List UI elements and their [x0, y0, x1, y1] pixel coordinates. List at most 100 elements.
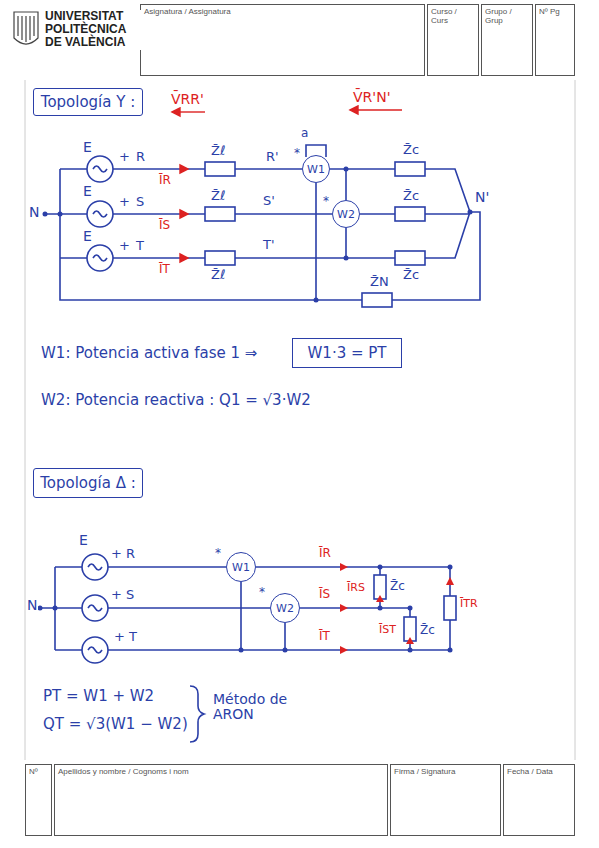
line-impedance [205, 207, 235, 221]
circuit-label: + [110, 547, 123, 561]
terminal-dot [43, 212, 48, 217]
circuit-label: + [118, 239, 131, 253]
circuit-label: S [135, 195, 145, 209]
header-field: Curso / Curs [427, 4, 479, 76]
circuit-label: Z̄c [402, 189, 420, 203]
red-arrows [172, 106, 402, 262]
circuit-label: T [128, 630, 138, 644]
node-text: W1 [307, 163, 325, 176]
circuit-label: ĪS [318, 588, 331, 601]
circuit-label: + [110, 588, 123, 602]
footer-field: Nº [25, 764, 52, 836]
arrow-head [350, 106, 358, 114]
circuit-label: S [125, 588, 135, 602]
circuit-label: V̄R'N' [352, 90, 391, 105]
phase-r-wire [108, 566, 450, 568]
circuit-label: E [82, 140, 93, 155]
field-label: Firma / Signatura [394, 767, 497, 776]
circuit-label: W2: Potencia reactiva : Q1 = √3·W2 [40, 392, 312, 409]
node-text: Topología Y : [41, 93, 135, 111]
circuit-label: + [118, 195, 131, 209]
circuit-label: ĪRS [346, 582, 366, 594]
circuit-label: Z̄ℓ [210, 268, 226, 282]
junction-dot [448, 648, 453, 653]
circuit-label: E [78, 533, 89, 548]
circuit-label: Z̄ℓ [210, 189, 226, 203]
delta-circuit [40, 554, 456, 742]
circuit-label: E [82, 229, 93, 244]
load-impedance [444, 596, 456, 620]
header-field: Nº Pg [535, 4, 575, 76]
footer-field: Fecha / Data [503, 764, 575, 836]
circuit-label: T' [262, 238, 276, 252]
current-arrow [340, 563, 348, 654]
circuit-label: ĪT [158, 263, 171, 276]
arrow-head [172, 108, 180, 116]
circuit-label: ĪS [158, 219, 171, 232]
phase-s-wire [113, 213, 470, 215]
circuit-label: Z̄N [369, 275, 390, 289]
delta-wires [380, 567, 450, 650]
ac-symbol [93, 166, 107, 261]
circuit-label: Z̄c [389, 580, 406, 593]
node-text: W1·3 = PT [308, 344, 387, 362]
boxed-formula: W1·3 = PT [292, 338, 402, 368]
circuit-label: N [28, 205, 40, 220]
junction-dot [408, 648, 413, 653]
circuit-label: R [135, 150, 146, 164]
ac-symbol [88, 564, 102, 653]
red-arrows [340, 563, 454, 654]
circuit-label: V̄RR' [170, 92, 205, 107]
wattmeter: W1 [302, 155, 330, 183]
junction-dot [344, 256, 349, 261]
circuit-label: R [125, 547, 136, 561]
crest-outline [14, 12, 38, 44]
junction-dot [58, 212, 63, 217]
node-text: Topología Δ : [40, 474, 136, 492]
footer-field: Apellidos y nombre / Cognoms i nom [54, 764, 388, 836]
junction-dot [468, 210, 473, 215]
circuit-label: ĪTR [459, 598, 479, 610]
wattmeter: W1 [226, 552, 256, 582]
junction-dot [378, 606, 383, 611]
circuit-label: ĪT [318, 630, 331, 643]
section-title: Topología Y : [33, 88, 143, 116]
neutral-impedance [362, 293, 392, 307]
circuit-label: W1: Potencia activa fase 1 ⇒ [40, 345, 258, 362]
footer-field: Firma / Signatura [390, 764, 501, 836]
circuit-label: * [258, 586, 266, 599]
phase-s-wire [108, 607, 410, 609]
section-title: Topología Δ : [33, 468, 143, 498]
voltage-arrow [352, 109, 402, 110]
sheet-margin [25, 80, 575, 760]
current-arrow [376, 577, 454, 644]
circuit-label: Z̄c [402, 268, 420, 282]
circuit-label: ĪR [158, 174, 172, 187]
line-impedance [205, 251, 235, 265]
header-field: Asignatura / Assignatura [140, 4, 425, 76]
university-logo-text: UNIVERSITAT POLITÈCNICA DE VALÈNCIA [44, 10, 142, 50]
circuit-label: ĪST [378, 624, 397, 636]
phase-t-wire [108, 649, 450, 651]
load-impedance [395, 162, 425, 176]
junction-dot [283, 648, 288, 653]
node-text: W1 [232, 561, 250, 574]
junction-dot [314, 298, 319, 303]
circuit-label: Z̄c [402, 143, 420, 157]
crest-stripes [18, 16, 34, 42]
circuit-label: PT = W1 + W2 [42, 688, 155, 705]
load-impedance [395, 207, 425, 221]
circuit-label: Z̄c [419, 624, 436, 637]
logo-crest [14, 12, 38, 44]
neutral-wire [45, 169, 480, 300]
circuit-label: T [135, 239, 145, 253]
field-label: Asignatura / Assignatura [144, 7, 421, 16]
circuit-label: Método de ARON [212, 692, 304, 723]
junction-dot [448, 565, 453, 570]
circuit-label: QT = √3(W1 − W2) [42, 716, 189, 733]
circuit-label: ĪR [318, 547, 332, 560]
junction-dot [239, 648, 244, 653]
node-text: W2 [337, 208, 355, 221]
field-label: Fecha / Data [507, 767, 571, 776]
